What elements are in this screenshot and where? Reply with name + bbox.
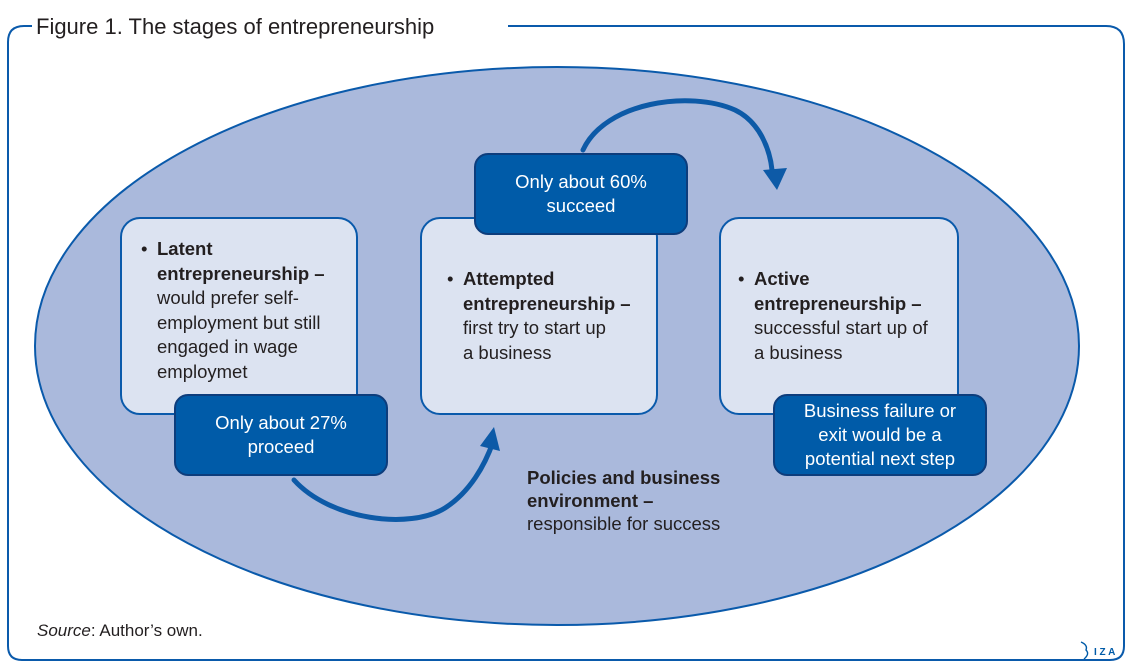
policy-text: Policies and business environment – resp… — [527, 466, 720, 535]
bullet-icon: • — [447, 268, 454, 289]
stage-latent-box — [120, 217, 358, 415]
callout-proceed-line1: Only about 27% — [215, 412, 347, 433]
iza-logo-icon: I Z A — [1078, 640, 1118, 660]
stage-active-desc-2: a business — [754, 341, 843, 363]
callout-failure: Business failure or exit would be a pote… — [773, 394, 987, 476]
callout-failure-line2: exit would be a — [818, 424, 942, 445]
stage-latent-desc-1: would prefer self- — [157, 287, 299, 308]
stage-attempted-box — [420, 217, 658, 415]
policy-title-line1: Policies and business — [527, 467, 721, 488]
stage-latent-desc-3: engaged in wage — [157, 336, 298, 357]
stage-active-desc-1: successful start up of — [754, 317, 928, 338]
stage-attempted-desc-1: first try to start up — [463, 317, 606, 338]
stage-attempted-title-line1: Attempted — [463, 268, 555, 289]
callout-succeed-line2: succeed — [546, 195, 616, 216]
bullet-icon: • — [738, 268, 745, 289]
arrow-head-proceed — [480, 427, 500, 451]
stage-active-title-line1: Active — [754, 268, 810, 289]
stage-attempted-desc-2: a business — [463, 341, 552, 363]
callout-proceed-line2: proceed — [247, 436, 315, 457]
figure-title: Figure 1. The stages of entrepreneurship — [36, 13, 443, 41]
callout-proceed: Only about 27% proceed — [174, 394, 388, 476]
stage-latent-text: • Latent entrepreneurship – would prefer… — [141, 237, 325, 384]
arrow-proceed-to-attempted — [291, 439, 496, 522]
source-note: Source: Author’s own. — [37, 620, 203, 642]
iza-logo-text: I Z A — [1094, 647, 1115, 658]
stage-active-text: • Active entrepreneurship – successful s… — [738, 267, 928, 365]
bullet-icon: • — [141, 238, 148, 259]
stage-latent-title-line1: Latent — [157, 238, 213, 259]
stage-latent-desc-4: employmet — [157, 360, 248, 382]
stage-active-title-line2: entrepreneurship – — [754, 292, 922, 314]
stage-latent-desc-2: employment but still — [157, 311, 321, 333]
source-label: Source — [37, 621, 91, 640]
policy-description: responsible for success — [527, 513, 721, 534]
callout-failure-line1: Business failure or — [803, 400, 957, 421]
source-text: : Author’s own. — [90, 621, 203, 640]
stage-latent-title-line2: entrepreneurship – — [157, 262, 325, 284]
arrow-head-attempted — [763, 168, 787, 190]
stage-attempted-title-line2: entrepreneurship – — [463, 292, 631, 314]
callout-succeed: Only about 60% succeed — [474, 153, 688, 235]
callout-failure-line3: potential next step — [804, 448, 956, 469]
callout-succeed-line1: Only about 60% — [515, 171, 647, 192]
stage-attempted-text: • Attempted entrepreneurship – first try… — [447, 267, 631, 365]
policy-title-line2: environment – — [527, 490, 654, 511]
frame-border — [7, 25, 1125, 661]
arrow-attempted-to-active — [580, 98, 775, 173]
stage-active-box — [719, 217, 959, 415]
